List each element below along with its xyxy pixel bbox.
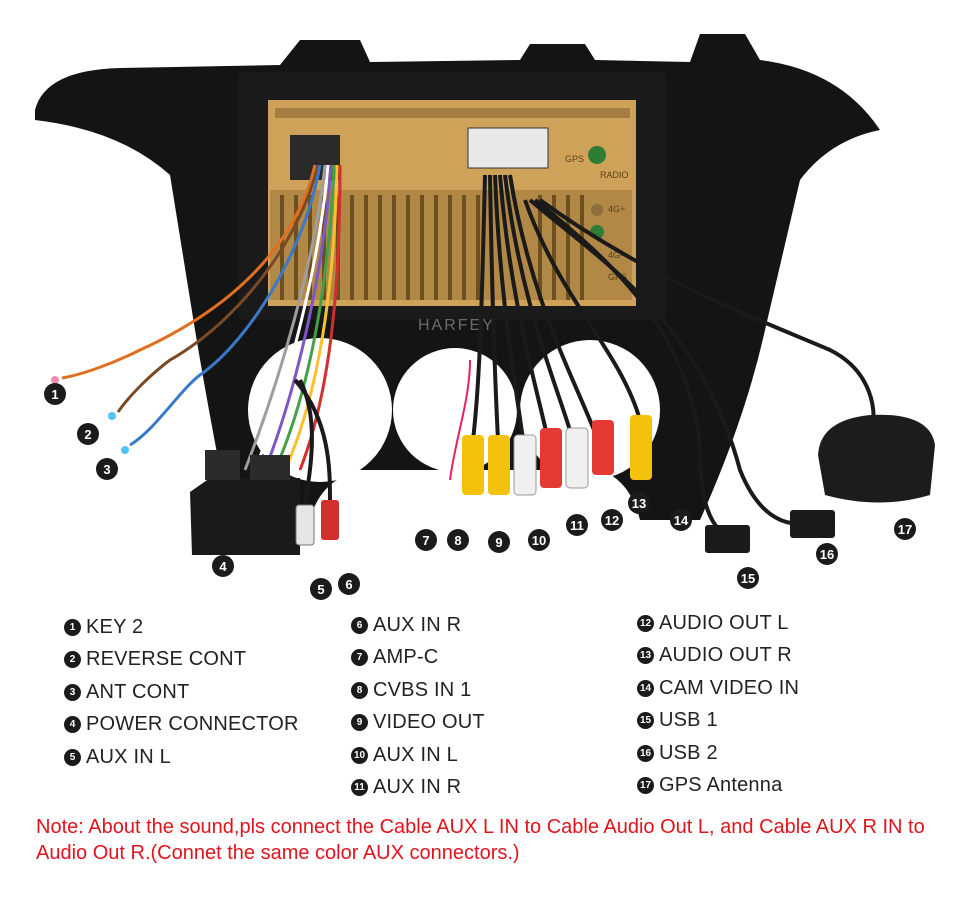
legend-badge: 4 bbox=[64, 716, 81, 734]
legend-item: 10 AUX IN L bbox=[351, 739, 485, 772]
legend-item: 12 AUDIO OUT L bbox=[637, 607, 799, 640]
legend-badge: 15 bbox=[637, 712, 654, 730]
legend-badge: 2 bbox=[64, 651, 81, 669]
legend-label: AUDIO OUT R bbox=[659, 644, 792, 667]
callout-14: 14 bbox=[670, 509, 692, 531]
legend-item: 8 CVBS IN 1 bbox=[351, 674, 485, 707]
legend-badge: 13 bbox=[637, 647, 654, 665]
callout-17: 17 bbox=[894, 518, 916, 540]
legend-badge: 17 bbox=[637, 777, 654, 795]
4g-jack-1 bbox=[591, 204, 603, 216]
4g-minus-label: 4G- bbox=[608, 250, 623, 260]
rca-plugs bbox=[462, 415, 652, 496]
legend-item: 3 ANT CONT bbox=[64, 676, 299, 709]
vent-center bbox=[393, 348, 517, 472]
callout-10: 10 bbox=[528, 529, 550, 551]
av-socket bbox=[467, 127, 549, 169]
callout-6: 6 bbox=[338, 573, 360, 595]
radio-jack bbox=[588, 146, 606, 164]
legend-badge: 10 bbox=[351, 746, 368, 764]
legend-label: CVBS IN 1 bbox=[373, 678, 472, 701]
legend-badge: 8 bbox=[351, 681, 368, 699]
legend-label: ANT CONT bbox=[86, 680, 190, 703]
legend-label: AUDIO OUT L bbox=[659, 611, 789, 634]
legend-item: 14 CAM VIDEO IN bbox=[637, 672, 799, 705]
legend-item: 11 AUX IN R bbox=[351, 772, 485, 805]
legend-label: AUX IN L bbox=[86, 745, 171, 768]
legend-item: 15 USB 1 bbox=[637, 705, 799, 738]
callout-1: 1 bbox=[44, 383, 66, 405]
legend-item: 7 AMP-C bbox=[351, 642, 485, 675]
brand-watermark: HARFEY bbox=[418, 317, 495, 334]
legend-badge: 6 bbox=[351, 616, 368, 634]
legend-label: AUX IN R bbox=[373, 613, 462, 636]
legend-item: 16 USB 2 bbox=[637, 737, 799, 770]
4g-plus-label: 4G+ bbox=[608, 204, 625, 214]
usb-2-connector bbox=[790, 510, 835, 538]
legend-item: 6 AUX IN R bbox=[351, 609, 485, 642]
legend-label: USB 1 bbox=[659, 709, 718, 732]
legend-item: 13 AUDIO OUT R bbox=[637, 640, 799, 673]
power-connector bbox=[190, 478, 300, 555]
legend-badge: 16 bbox=[637, 744, 654, 762]
wiring-diagram-photo: GPS RADIO 4G+ 4G- GPS HARFEY bbox=[35, 34, 935, 555]
sound-connection-note: Note: About the sound,pls connect the Ca… bbox=[36, 816, 925, 864]
callout-8: 8 bbox=[447, 529, 469, 551]
legend-label: POWER CONNECTOR bbox=[86, 713, 299, 736]
legend-badge: 5 bbox=[64, 748, 81, 766]
callout-5: 5 bbox=[310, 578, 332, 600]
legend-badge: 7 bbox=[351, 649, 368, 667]
legend-label: GPS Antenna bbox=[659, 774, 783, 797]
callout-9: 9 bbox=[488, 531, 510, 553]
legend-label: USB 2 bbox=[659, 741, 718, 764]
callout-2: 2 bbox=[77, 423, 99, 445]
callout-11: 11 bbox=[566, 514, 588, 536]
aux-in-l-plug-harness bbox=[295, 504, 315, 546]
callout-13: 13 bbox=[628, 492, 650, 514]
gps-label: GPS bbox=[565, 154, 584, 164]
legend-label: AMP-C bbox=[373, 646, 439, 669]
legend-label: CAM VIDEO IN bbox=[659, 676, 800, 699]
callout-4: 4 bbox=[212, 555, 234, 577]
callout-16: 16 bbox=[816, 543, 838, 565]
legend-badge: 14 bbox=[637, 679, 654, 697]
legend-item: 4 POWER CONNECTOR bbox=[64, 709, 299, 742]
legend-badge: 9 bbox=[351, 714, 368, 732]
legend-item: 9 VIDEO OUT bbox=[351, 707, 485, 740]
legend-label: AUX IN L bbox=[373, 743, 458, 766]
usb-1-connector bbox=[705, 525, 750, 553]
aux-in-r-plug-harness bbox=[321, 500, 339, 540]
legend-badge: 12 bbox=[637, 614, 654, 632]
legend-column-3: 12 AUDIO OUT L 13 AUDIO OUT R 14 CAM VIDEO … bbox=[637, 607, 799, 802]
legend-label: REVERSE CONT bbox=[86, 648, 247, 671]
legend-item: 1 KEY 2 bbox=[64, 611, 299, 644]
callout-15: 15 bbox=[737, 567, 759, 589]
legend-label: VIDEO OUT bbox=[373, 711, 485, 734]
legend-label: AUX IN R bbox=[373, 776, 462, 799]
legend-badge: 1 bbox=[64, 618, 81, 636]
callout-3: 3 bbox=[96, 458, 118, 480]
legend-label: KEY 2 bbox=[86, 615, 144, 638]
legend-badge: 11 bbox=[351, 779, 368, 797]
legend-item: 17 GPS Antenna bbox=[637, 770, 799, 803]
radio-label: RADIO bbox=[600, 170, 629, 180]
callout-12: 12 bbox=[601, 509, 623, 531]
gps2-label: GPS bbox=[608, 272, 627, 282]
callout-7: 7 bbox=[415, 529, 437, 551]
legend-badge: 3 bbox=[64, 683, 81, 701]
gps-antenna bbox=[818, 414, 935, 503]
legend-item: 5 AUX IN L bbox=[64, 741, 299, 774]
legend-item: 2 REVERSE CONT bbox=[64, 644, 299, 677]
legend-column-1: 1 KEY 2 2 REVERSE CONT 3 ANT CONT 4 POWER CO… bbox=[64, 611, 299, 774]
